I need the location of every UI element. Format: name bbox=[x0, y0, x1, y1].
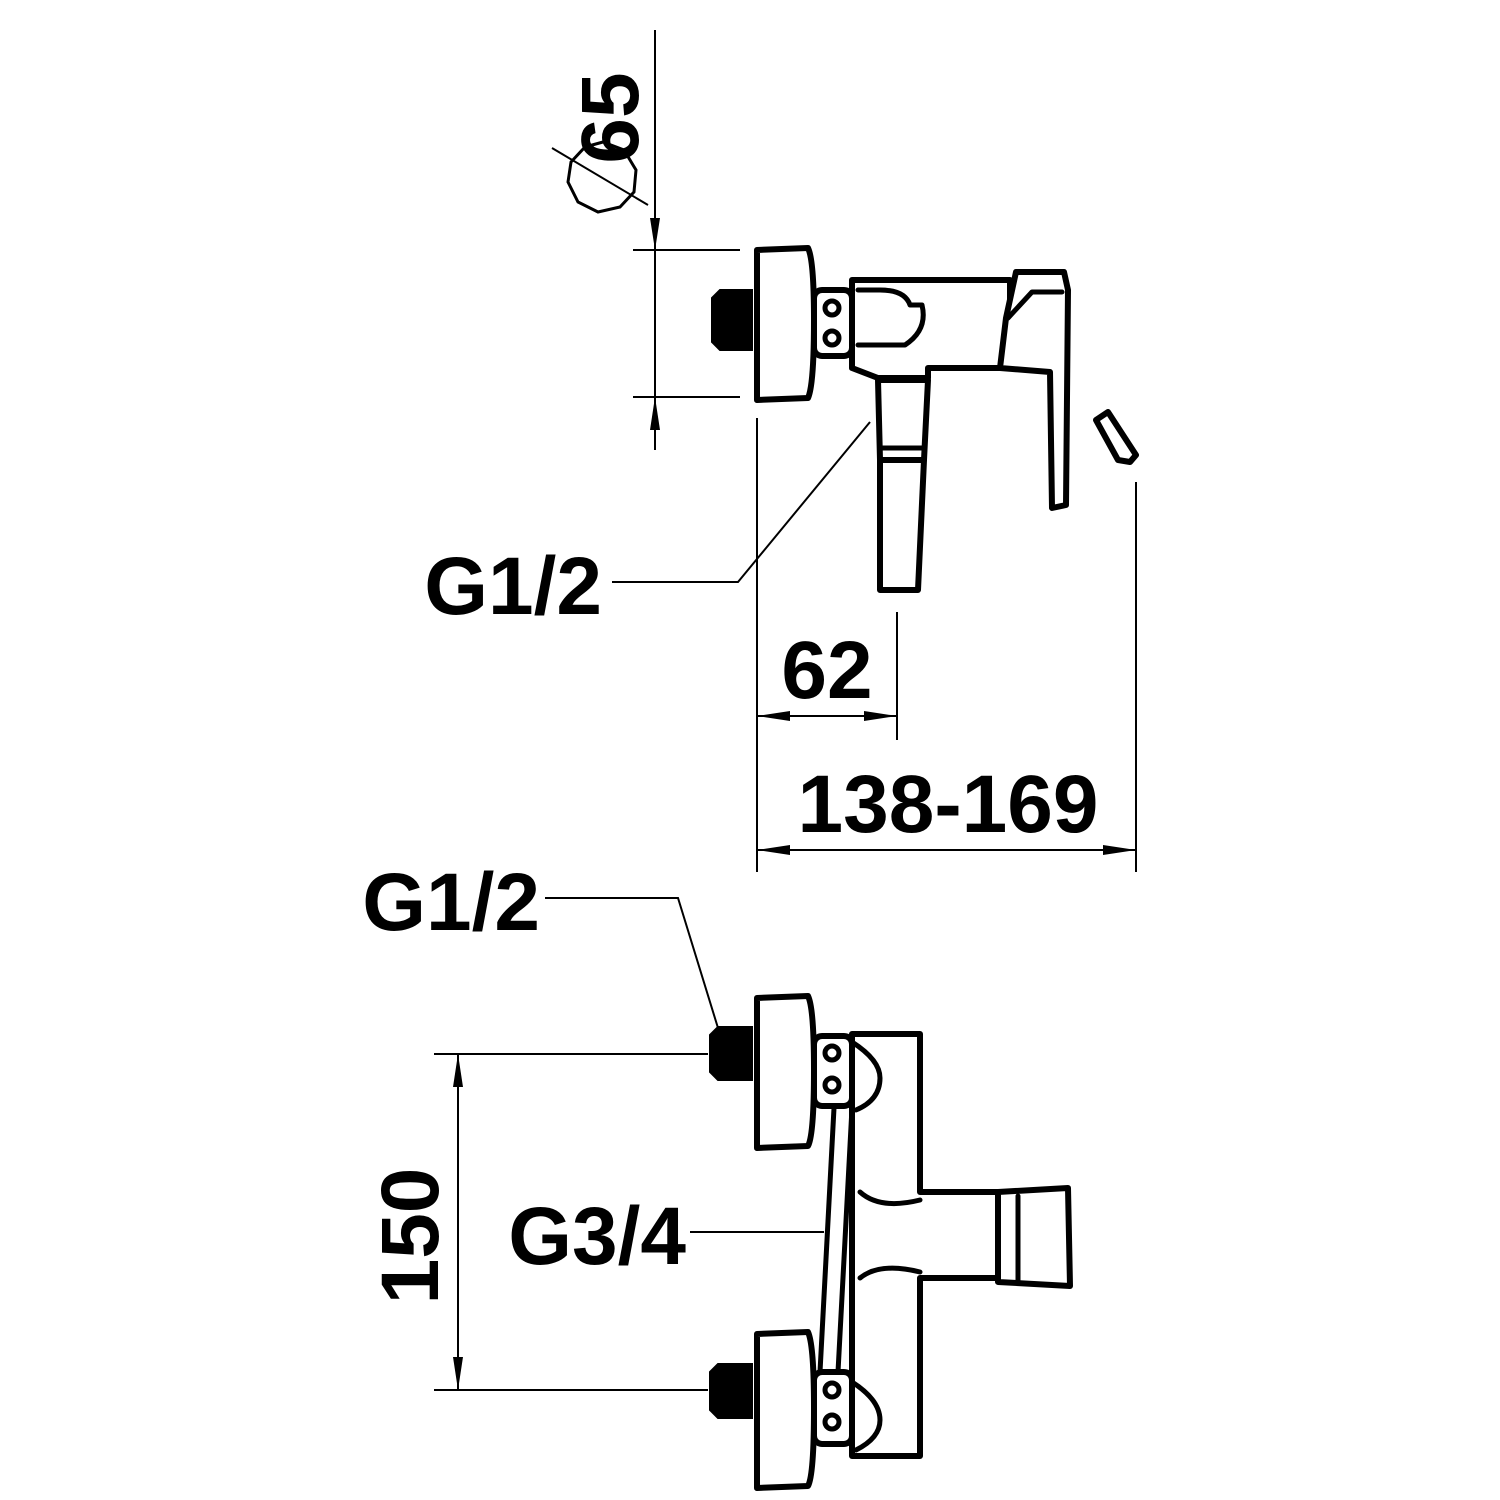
dim-150-label: 150 bbox=[365, 1168, 456, 1305]
dimension-65: 65 bbox=[565, 30, 740, 450]
dim-138-169-label: 138-169 bbox=[798, 759, 1099, 850]
g34-label: G3/4 bbox=[508, 1191, 686, 1282]
diameter-symbol bbox=[551, 140, 649, 214]
inlet-nut-side bbox=[711, 289, 753, 351]
g12-front-label: G1/2 bbox=[362, 857, 540, 948]
front-view: G1/2 G3/4 bbox=[362, 857, 1073, 1491]
leader-g12-side: G1/2 bbox=[424, 421, 871, 632]
flange-upper bbox=[754, 993, 817, 1151]
flange-lower bbox=[754, 1329, 817, 1491]
dimension-150: 150 bbox=[365, 1053, 708, 1391]
side-view: 65 G1/2 bbox=[424, 30, 1139, 872]
inlet-nut-upper bbox=[709, 1026, 753, 1081]
valve-body-side bbox=[849, 277, 1013, 381]
dimension-62: 62 bbox=[756, 418, 898, 872]
g12-side-label: G1/2 bbox=[424, 541, 602, 632]
inlet-nut-lower bbox=[709, 1363, 753, 1419]
dim-65-label: 65 bbox=[565, 72, 656, 163]
lever-handle bbox=[997, 269, 1071, 511]
valve-body-front bbox=[849, 1031, 1003, 1459]
flange-side bbox=[754, 245, 817, 403]
leader-g12-front: G1/2 bbox=[362, 857, 719, 1029]
outlet-pipe bbox=[817, 1105, 855, 1375]
lever-tip-ghost bbox=[1093, 409, 1139, 465]
handle-cap-front bbox=[995, 1185, 1073, 1289]
dimension-138-169: 138-169 bbox=[757, 482, 1137, 872]
dim-62-label: 62 bbox=[781, 625, 872, 716]
leader-g34: G3/4 bbox=[508, 1191, 824, 1282]
